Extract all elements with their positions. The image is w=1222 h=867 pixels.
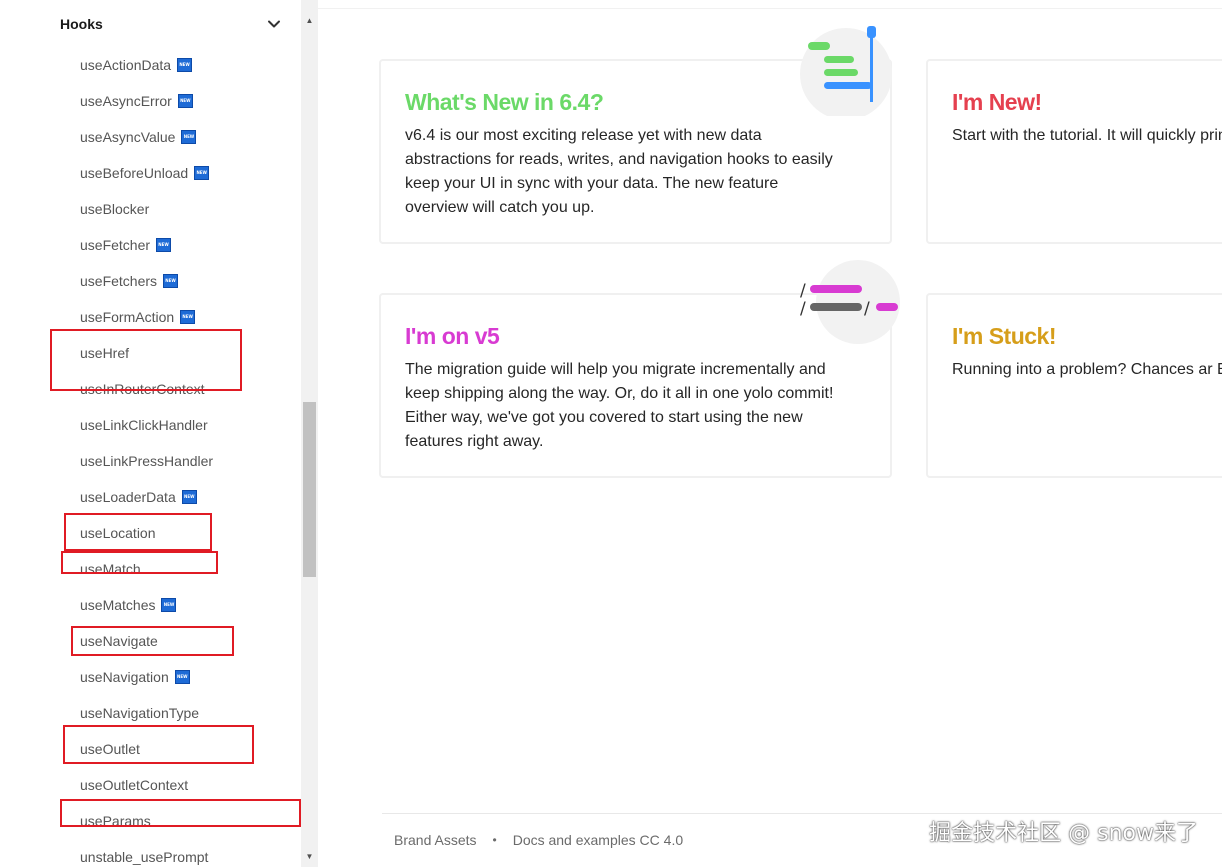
scroll-down-arrow-icon[interactable]: ▼	[305, 852, 314, 861]
sidebar-item-label: useNavigation	[80, 669, 169, 685]
footer: Brand Assets • Docs and examples CC 4.0	[394, 832, 683, 848]
sidebar-item-label: useFetchers	[80, 273, 158, 289]
sidebar-item-use-matches[interactable]: useMatches NEW	[0, 587, 301, 623]
sidebar-item-use-navigation[interactable]: useNavigation NEW	[0, 659, 301, 695]
footer-separator: •	[492, 833, 497, 847]
main-content: What's New in 6.4? v6.4 is our most exci…	[318, 0, 1222, 867]
im-stuck-card[interactable]: I'm Stuck! Running into a problem? Chanc…	[926, 293, 1222, 478]
chevron-down-icon	[268, 20, 280, 28]
sidebar-item-label: useNavigationType	[80, 705, 200, 721]
sidebar-item-use-match[interactable]: useMatch	[0, 551, 301, 587]
card-title: What's New in 6.4?	[405, 89, 604, 115]
card-description: Start with the tutorial. It will quickly…	[952, 127, 1222, 144]
sidebar-item-label: useLinkClickHandler	[80, 417, 208, 433]
card-description: Running into a problem? Chances ar Explo…	[952, 361, 1222, 378]
new-badge-icon: NEW	[181, 130, 197, 144]
svg-text:/: /	[864, 299, 870, 319]
docs-license-link[interactable]: Docs and examples CC 4.0	[512, 832, 684, 848]
card-description: The migration guide will help you migrat…	[405, 361, 834, 450]
new-badge-icon: NEW	[156, 238, 172, 252]
sidebar-item-use-fetcher[interactable]: useFetcher NEW	[0, 227, 301, 263]
scroll-up-arrow-icon[interactable]: ▲	[305, 16, 314, 25]
sidebar-item-label: useLoaderData	[80, 489, 176, 505]
new-badge-icon: NEW	[177, 94, 193, 108]
divider	[318, 8, 1222, 9]
new-badge-icon: NEW	[181, 490, 197, 504]
svg-text:/: /	[800, 299, 806, 319]
hooks-section-toggle[interactable]: Hooks	[60, 14, 282, 34]
sidebar-item-use-form-action[interactable]: useFormAction NEW	[0, 299, 301, 335]
sidebar-item-label: useParams	[80, 813, 151, 829]
im-on-v5-card[interactable]: I'm on v5 The migration guide will help …	[379, 293, 892, 478]
new-badge-icon: NEW	[180, 310, 196, 324]
section-title: Hooks	[60, 16, 103, 32]
sidebar-item-label: useLinkPressHandler	[80, 453, 214, 469]
sidebar-item-use-action-data[interactable]: useActionData NEW	[0, 47, 301, 83]
card-title: I'm New!	[952, 89, 1042, 115]
sidebar-item-label: useHref	[80, 345, 130, 361]
sidebar-item-unstable-use-prompt[interactable]: unstable_usePrompt	[0, 839, 301, 867]
new-badge-icon: NEW	[163, 274, 179, 288]
card-title: I'm on v5	[405, 323, 500, 349]
migration-illustration-icon: / / /	[800, 260, 900, 344]
sidebar-item-use-loader-data[interactable]: useLoaderData NEW	[0, 479, 301, 515]
sidebar-item-use-outlet[interactable]: useOutlet	[0, 731, 301, 767]
sidebar-item-use-in-router-context[interactable]: useInRouterContext	[0, 371, 301, 407]
sidebar-item-use-navigate[interactable]: useNavigate	[0, 623, 301, 659]
sidebar-item-use-location[interactable]: useLocation	[0, 515, 301, 551]
sidebar-item-label: useOutlet	[80, 741, 140, 757]
sidebar-item-use-fetchers[interactable]: useFetchers NEW	[0, 263, 301, 299]
sidebar-item-label: useInRouterContext	[80, 381, 205, 397]
sidebar-item-label: useFormAction	[80, 309, 175, 325]
sidebar-item-use-link-click-handler[interactable]: useLinkClickHandler	[0, 407, 301, 443]
sidebar-item-use-navigation-type[interactable]: useNavigationType	[0, 695, 301, 731]
watermark: 掘金技术社区 @ snow来了	[929, 821, 1198, 846]
svg-text:/: /	[800, 281, 806, 301]
sidebar-item-use-async-value[interactable]: useAsyncValue NEW	[0, 119, 301, 155]
sidebar-item-label: useBlocker	[80, 201, 150, 217]
sidebar-item-use-link-press-handler[interactable]: useLinkPressHandler	[0, 443, 301, 479]
sidebar-item-label: useNavigate	[80, 633, 158, 649]
sidebar-item-use-async-error[interactable]: useAsyncError NEW	[0, 83, 301, 119]
sidebar-item-use-outlet-context[interactable]: useOutletContext	[0, 767, 301, 803]
brand-assets-link[interactable]: Brand Assets	[394, 832, 477, 848]
sidebar-item-use-params[interactable]: useParams	[0, 803, 301, 839]
new-badge-icon: NEW	[194, 166, 210, 180]
sidebar-item-label: unstable_usePrompt	[80, 849, 209, 865]
sidebar-item-label: useBeforeUnload	[80, 165, 189, 181]
sidebar-item-use-href[interactable]: useHref	[0, 335, 301, 371]
sidebar-item-label: useActionData	[80, 57, 172, 73]
im-new-card[interactable]: I'm New! Start with the tutorial. It wil…	[926, 59, 1222, 244]
sidebar-item-label: useAsyncError	[80, 93, 172, 109]
footer-divider	[382, 813, 1222, 814]
new-badge-icon: NEW	[174, 670, 190, 684]
sidebar-item-use-before-unload[interactable]: useBeforeUnload NEW	[0, 155, 301, 191]
sidebar-item-label: useMatches	[80, 597, 156, 613]
sidebar-item-label: useOutletContext	[80, 777, 189, 793]
new-badge-icon: NEW	[177, 58, 193, 72]
sidebar-item-label: useAsyncValue	[80, 129, 176, 145]
new-badge-icon: NEW	[161, 598, 177, 612]
sidebar-item-label: useLocation	[80, 525, 156, 541]
whats-new-illustration-icon	[800, 26, 892, 116]
sidebar-scrollbar[interactable]: ▲ ▼	[301, 0, 318, 867]
sidebar-item-label: useFetcher	[80, 237, 151, 253]
sidebar-item-label: useMatch	[80, 561, 141, 577]
scrollbar-thumb[interactable]	[303, 402, 316, 577]
sidebar-item-use-blocker[interactable]: useBlocker	[0, 191, 301, 227]
card-description: v6.4 is our most exciting release yet wi…	[405, 127, 833, 216]
card-title: I'm Stuck!	[952, 323, 1057, 349]
